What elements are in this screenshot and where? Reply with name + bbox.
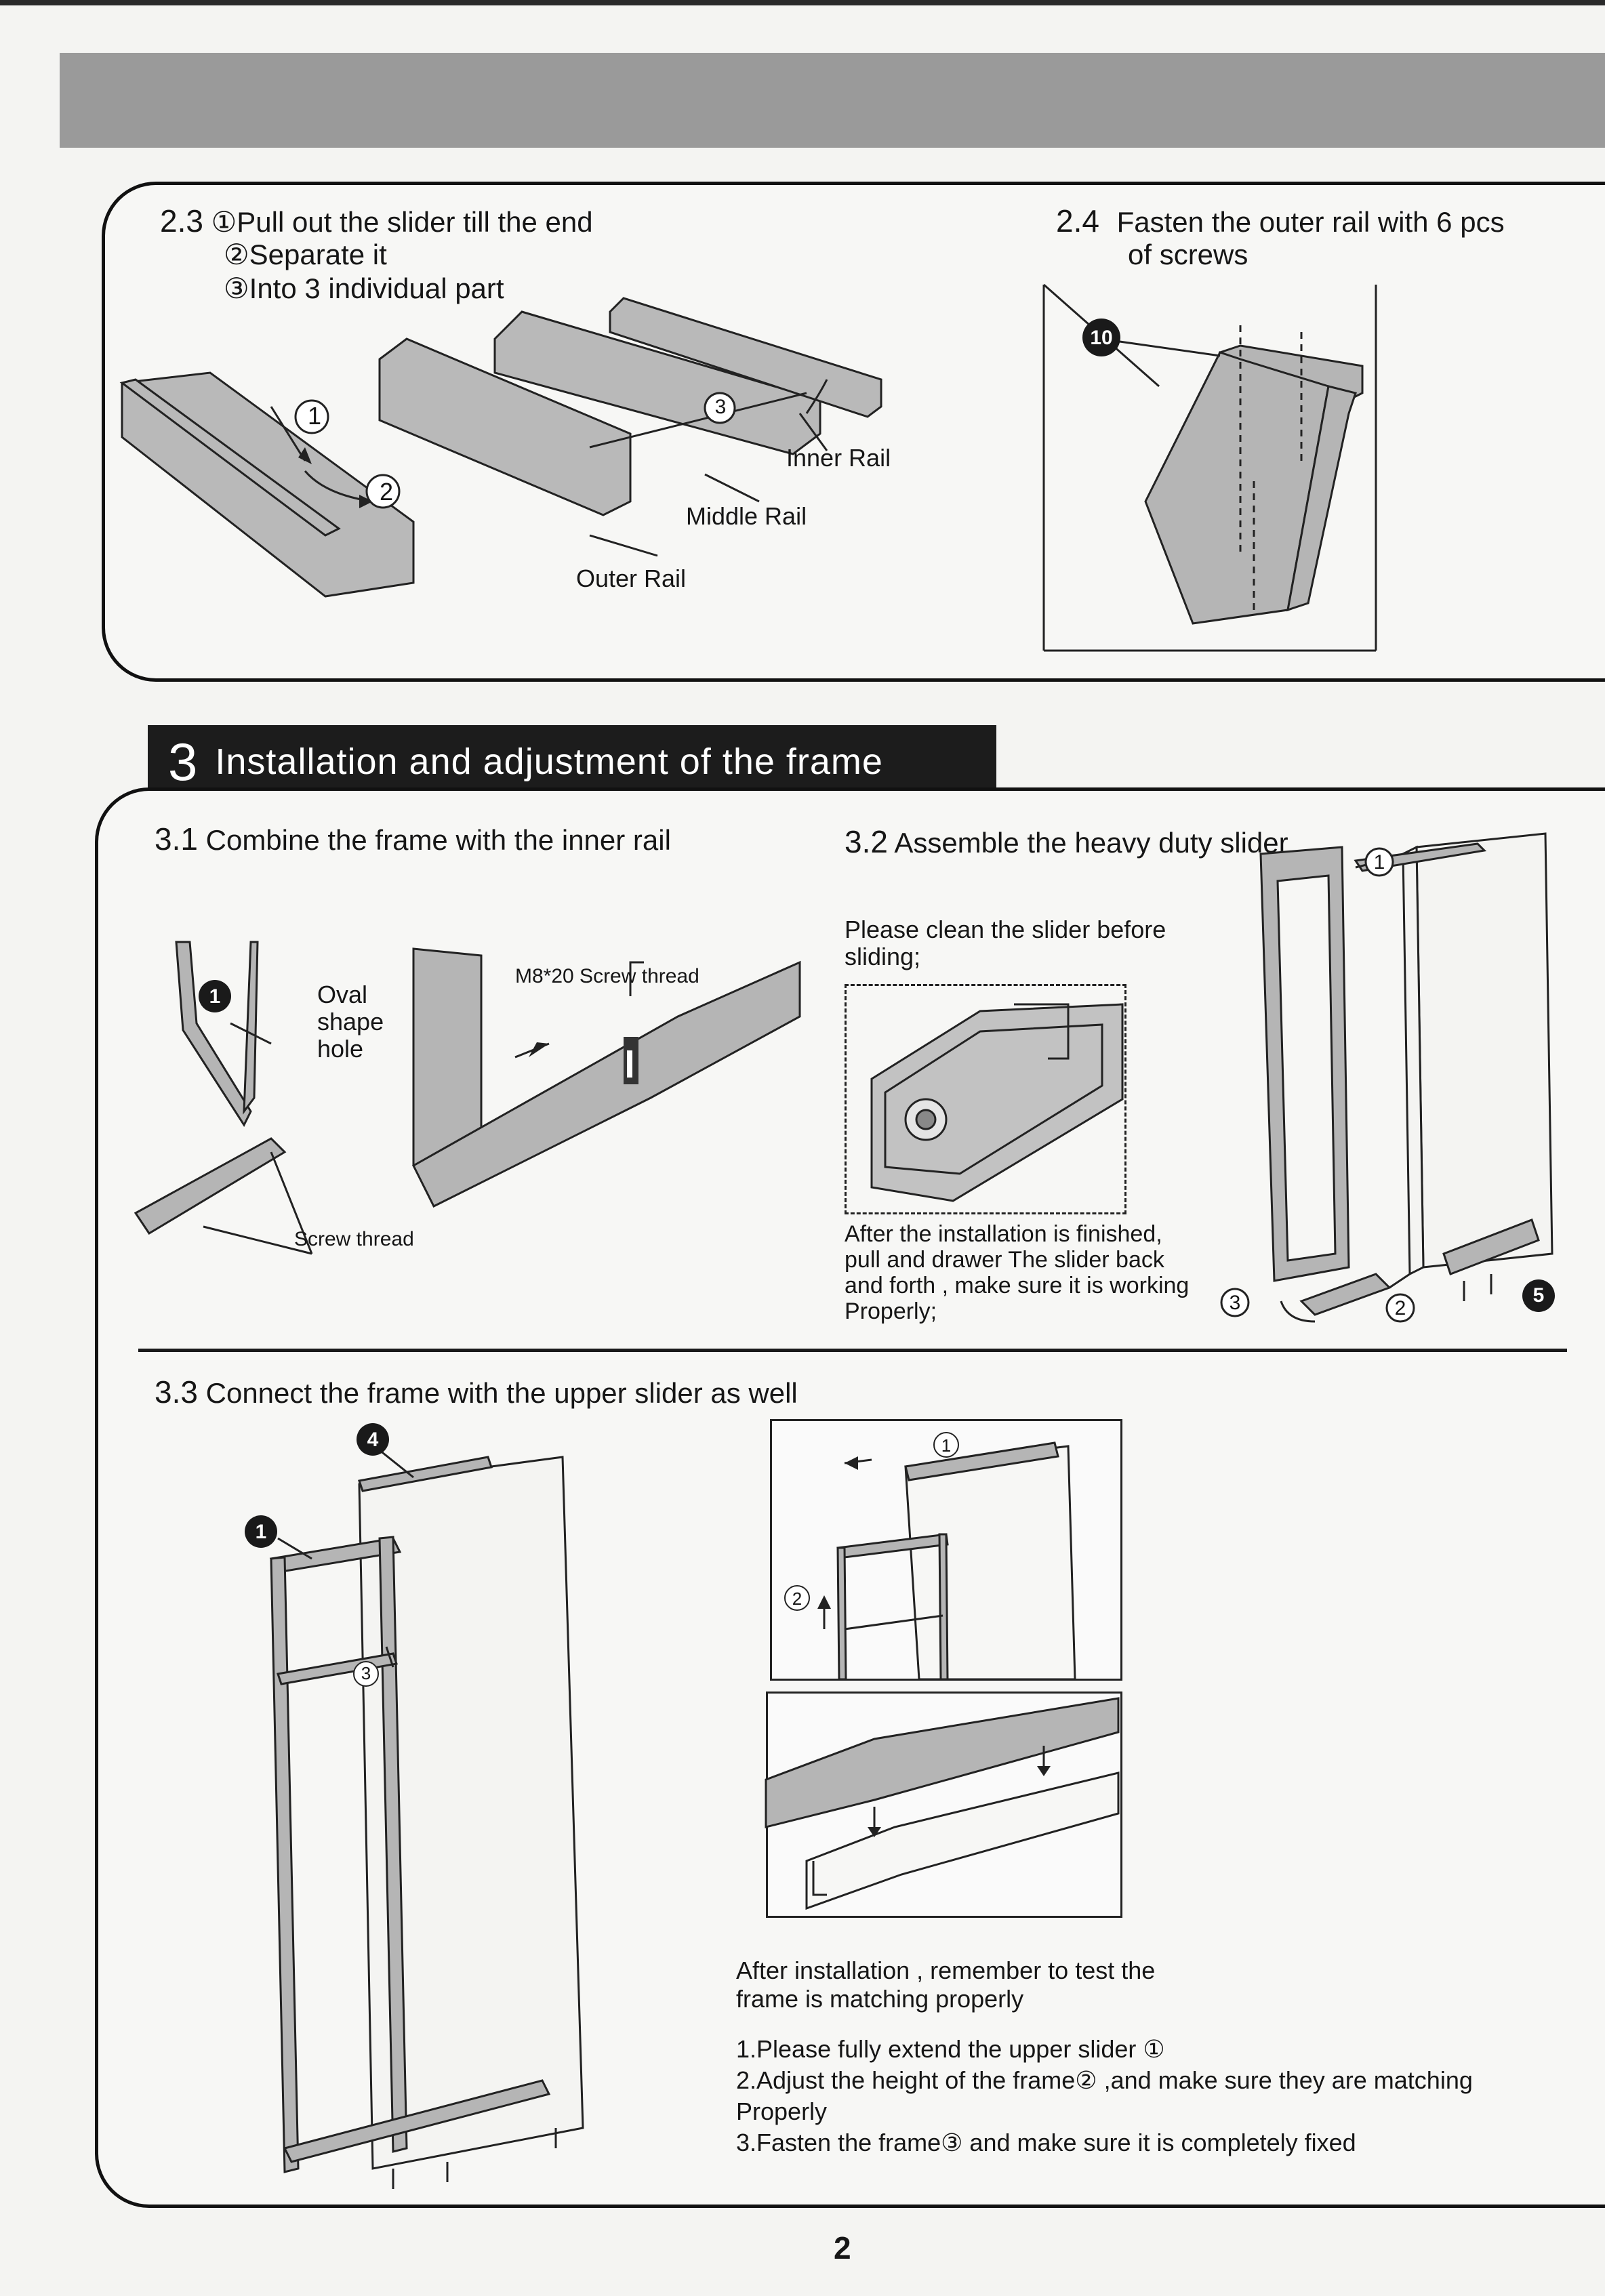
frame-inner-rail-illustration <box>134 941 801 1255</box>
s31-heading: 3.1 Combine the frame with the inner rai… <box>155 823 671 857</box>
s33-after-line-2: frame is matching properly <box>736 1985 1024 2013</box>
middle-rail-label: Middle Rail <box>686 502 807 530</box>
s33-step-marker-3: 3 <box>361 1663 371 1683</box>
outer-rail-fastening-illustration <box>1042 283 1377 652</box>
s33-step-1: 1.Please fully extend the upper slider ① <box>736 2035 1165 2063</box>
s31-text: Combine the frame with the inner rail <box>205 824 671 856</box>
s32-step-marker-3: 3 <box>1229 1292 1241 1314</box>
outer-rail-label: Outer Rail <box>576 565 687 592</box>
s33-number: 3.3 <box>155 1374 198 1410</box>
s32-heading: 3.2 Assemble the heavy duty slider <box>845 825 1288 859</box>
s33-text: Connect the frame with the upper slider … <box>205 1377 798 1409</box>
frame-fasten-illustration <box>765 1697 1120 1910</box>
part-badge-5: 5 <box>1532 1284 1545 1307</box>
s24-line-1: Fasten the outer rail with 6 pcs <box>1116 206 1505 238</box>
step-marker-1: 1 <box>307 402 322 430</box>
part-badge-1-s33: 1 <box>255 1521 267 1543</box>
part-badge-4: 4 <box>367 1429 379 1451</box>
s23-line-1: ①Pull out the slider till the end <box>211 206 593 238</box>
s32-after-line-3: and forth , make sure it is working <box>845 1273 1190 1298</box>
s32-step-marker-1: 1 <box>1373 851 1385 874</box>
s24-line-2: of screws <box>1128 239 1248 270</box>
oval-label-3: hole <box>317 1035 364 1063</box>
s32-number: 3.2 <box>845 824 888 859</box>
m8-screw-thread-label: M8*20 Screw thread <box>515 965 699 987</box>
s32-clean-line-2: sliding; <box>845 943 921 970</box>
s23-line-3: ③Into 3 individual part <box>224 272 504 304</box>
s33-step-2: 2.Adjust the height of the frame② ,and m… <box>736 2066 1473 2094</box>
page-number: 2 <box>834 2230 851 2266</box>
s32-after-line-4: Properly; <box>845 1298 937 1324</box>
s23-line-2: ②Separate it <box>224 239 387 270</box>
section-3-number: 3 <box>168 731 198 792</box>
part-badge-10: 10 <box>1090 327 1113 349</box>
s33-step-2-cont: Properly <box>736 2097 828 2125</box>
section-3-title: Installation and adjustment of the frame <box>215 741 883 782</box>
s33-step-marker-1: 1 <box>941 1435 952 1456</box>
s33-step-marker-2: 2 <box>792 1588 802 1609</box>
s24-number: 2.4 <box>1056 203 1099 239</box>
panel-2-3-2-4 <box>102 182 1605 682</box>
s31-number: 3.1 <box>155 821 198 857</box>
s32-clean-line-1: Please clean the slider before <box>845 916 1166 943</box>
screw-thread-label: Screw thread <box>294 1228 414 1250</box>
step-marker-3: 3 <box>714 396 727 418</box>
frame-upper-slider-illustration <box>245 1423 584 2189</box>
s24-heading: 2.4 Fasten the outer rail with 6 pcs <box>1056 205 1505 239</box>
s32-text: Assemble the heavy duty slider <box>894 827 1288 859</box>
section-3-header: 3 Installation and adjustment of the fra… <box>148 725 996 798</box>
part-badge-1-s31: 1 <box>209 985 221 1008</box>
s23-number: 2.3 <box>160 203 203 239</box>
step-marker-2: 2 <box>379 478 394 506</box>
slider-separation-illustration <box>119 297 882 598</box>
oval-label-2: shape <box>317 1008 384 1036</box>
inner-rail-label: Inner Rail <box>786 444 891 472</box>
s32-after-line-2: pull and drawer The slider back <box>845 1247 1164 1273</box>
heavy-duty-slider-assembly-illustration <box>1220 832 1555 1323</box>
top-rule <box>0 0 1605 5</box>
upper-slider-extend-illustration <box>784 1432 1076 1681</box>
oval-label-1: Oval <box>317 981 368 1008</box>
header-bar <box>60 53 1605 148</box>
s33-heading: 3.3 Connect the frame with the upper sli… <box>155 1376 798 1410</box>
section-divider <box>138 1349 1567 1352</box>
slider-detail-box <box>845 984 1126 1214</box>
s33-step-3: 3.Fasten the frame③ and make sure it is … <box>736 2129 1356 2156</box>
slider-detail-illustration <box>870 1003 1124 1202</box>
s23-heading: 2.3 ①Pull out the slider till the end <box>160 205 593 239</box>
s32-after-line-1: After the installation is finished, <box>845 1221 1162 1247</box>
s33-after-line-1: After installation , remember to test th… <box>736 1956 1156 1984</box>
s32-step-marker-2: 2 <box>1394 1297 1406 1319</box>
